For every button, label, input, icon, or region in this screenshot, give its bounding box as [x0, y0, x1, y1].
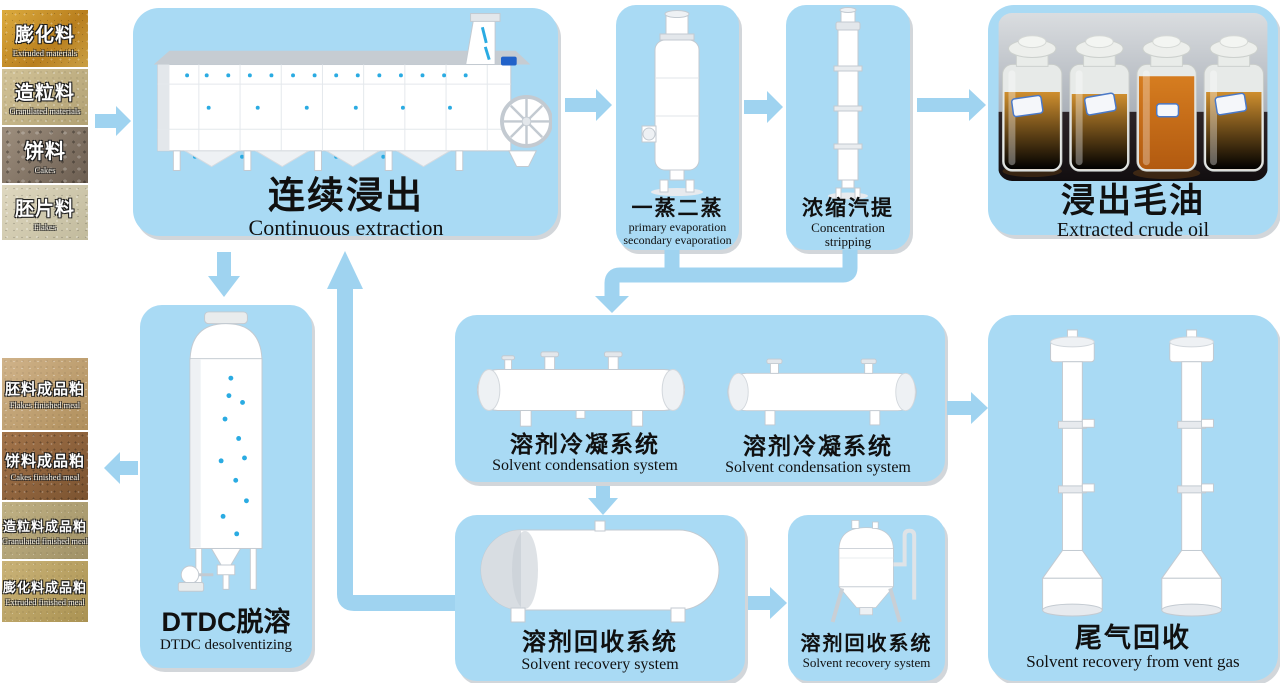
recovery-small-label: 溶剂回收系统 Solvent recovery system	[790, 633, 943, 670]
evaporation-label: 一蒸二蒸 primary evaporation secondary evapo…	[616, 197, 739, 247]
dtdc-vessel-illustration	[177, 311, 263, 592]
raw-material-tile-extruded: 膨化料 Extruded materials	[2, 10, 88, 67]
condensation-left-label: 溶剂冷凝系统 Solvent condensation system	[465, 432, 705, 474]
finished-meal-zh: 造粒料成品粕	[2, 518, 87, 534]
evaporation-label-en2: secondary evaporation	[623, 232, 732, 247]
arrow-condensation-to-vent-icon	[947, 392, 988, 424]
finished-meal-zh: 饼料成品粕	[4, 453, 85, 470]
finished-meal-en: Extruded finished meal	[5, 596, 85, 607]
raw-material-en: Extruded materials	[12, 47, 78, 58]
stripping-label-en1: Concentration	[811, 219, 885, 235]
recovery-main-label: 溶剂回收系统 Solvent recovery system	[465, 630, 735, 673]
finished-meal-tile-cakes: 饼料成品粕 Cakes finished meal	[2, 432, 88, 500]
arrow-stripping-to-crude-oil-icon	[917, 89, 986, 121]
finished-meal-en: Cakes finished meal	[10, 472, 80, 482]
arrow-extraction-to-dtdc-icon	[208, 252, 240, 297]
finished-meal-zh: 胚料成品粕	[4, 381, 85, 398]
raw-material-zh: 饼料	[24, 141, 66, 163]
arrow-condensation-to-recovery-icon	[588, 486, 618, 515]
extraction-label-zh: 连续浸出	[268, 175, 424, 216]
extraction-label-en: Continuous extraction	[248, 214, 444, 240]
raw-material-zh: 膨化料	[14, 24, 75, 46]
dtdc-label-en: DTDC desolventizing	[159, 637, 293, 654]
condensation-right-label: 溶剂冷凝系统 Solvent condensation system	[698, 434, 938, 476]
arrow-dtdc-to-meals-icon	[104, 452, 138, 484]
arrow-extraction-to-evaporation-icon	[565, 89, 612, 121]
vent-gas-columns-illustration	[1041, 329, 1223, 617]
condenser-left-illustration	[476, 351, 686, 427]
finished-meal-tile-flakes: 胚料成品粕 Flakes finished meal	[2, 358, 88, 430]
stripping-label-en2: stripping	[824, 233, 872, 249]
raw-material-en: Flakes	[33, 221, 57, 232]
evaporation-label-zh: 一蒸二蒸	[631, 197, 724, 220]
raw-material-en: Cakes	[34, 165, 56, 175]
raw-material-en: Granulated materials	[9, 106, 81, 116]
dtdc-label: DTDC脱溶 DTDC desolventizing	[143, 607, 309, 654]
raw-material-tile-granulated: 造粒料 Granulated materials	[2, 69, 88, 125]
finished-meal-en: Flakes finished meal	[9, 400, 81, 410]
oil-bottles-photo	[998, 13, 1268, 181]
extraction-label: 连续浸出 Continuous extraction	[160, 176, 532, 240]
finished-meal-en: Granulated finished meal	[2, 535, 88, 546]
recovery-small-tank-illustration	[830, 520, 917, 623]
raw-material-tile-cakes: 饼料 Cakes	[2, 127, 88, 183]
arrow-recovery-to-recovery-icon	[748, 587, 787, 619]
vent-gas-label-en: Solvent recovery from vent gas	[1026, 652, 1240, 672]
stripping-label-zh: 浓缩汽提	[802, 197, 894, 220]
stripping-label: 浓缩汽提 Concentration stripping	[786, 197, 910, 249]
recovery-small-label-zh: 溶剂回收系统	[800, 633, 933, 655]
crude-oil-label-en: Extracted crude oil	[1056, 218, 1210, 241]
evaporation-label-en1: primary evaporation	[628, 219, 727, 234]
dtdc-label-zh: DTDC脱溶	[161, 607, 291, 637]
recovery-small-label-en: Solvent recovery system	[802, 654, 931, 670]
vent-gas-box	[988, 315, 1278, 681]
condenser-right-illustration	[727, 358, 917, 426]
arrow-recovery-to-extraction-icon	[327, 251, 455, 611]
crude-oil-label: 浸出毛油 Extracted crude oil	[1000, 183, 1266, 241]
evaporator-illustration	[641, 10, 703, 196]
recovery-main-label-en: Solvent recovery system	[521, 655, 679, 673]
arrow-columns-to-condensation-icon	[595, 250, 858, 313]
extractor-illustration	[153, 13, 552, 171]
condensation-right-label-en: Solvent condensation system	[725, 458, 911, 476]
finished-meal-tile-granulated: 造粒料成品粕 Granulated finished meal	[2, 502, 88, 559]
arrow-evaporation-to-stripping-icon	[744, 91, 783, 123]
finished-meal-zh: 膨化料成品粕	[2, 579, 87, 595]
condensation-left-label-zh: 溶剂冷凝系统	[510, 431, 660, 457]
recovery-main-label-zh: 溶剂回收系统	[522, 629, 678, 656]
stripping-column-illustration	[828, 7, 868, 200]
recovery-tank-illustration	[480, 520, 720, 623]
arrow-raw-to-extraction-icon	[95, 106, 131, 136]
crude-oil-label-zh: 浸出毛油	[1061, 182, 1205, 220]
vent-gas-label: 尾气回收 Solvent recovery from vent gas	[995, 623, 1271, 672]
condensation-right-label-zh: 溶剂冷凝系统	[743, 433, 893, 459]
raw-material-tile-flakes: 胚片料 Flakes	[2, 185, 88, 240]
condensation-left-label-en: Solvent condensation system	[492, 456, 678, 474]
raw-material-zh: 造粒料	[14, 83, 75, 104]
vent-gas-label-zh: 尾气回收	[1075, 623, 1191, 653]
finished-meal-tile-extruded: 膨化料成品粕 Extruded finished meal	[2, 561, 88, 622]
raw-material-zh: 胚片料	[14, 198, 75, 220]
